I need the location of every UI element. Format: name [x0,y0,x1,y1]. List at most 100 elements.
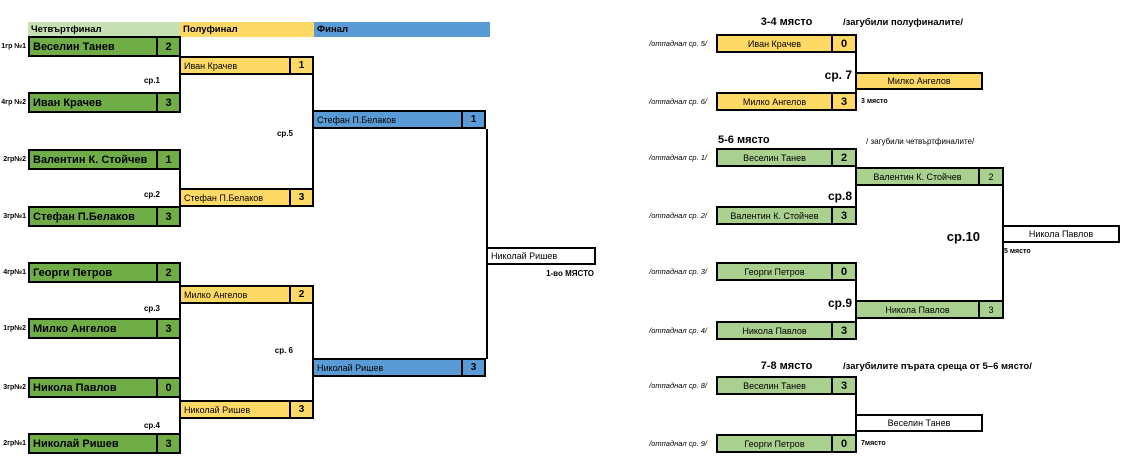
place-label: 7място [861,440,886,447]
quarterfinal-player-box: Веселин Танев 2 [28,36,181,57]
score: 2 [831,150,855,165]
entrant-tag: /отпаднал ср. 1/ [649,153,707,162]
match-label: ср.8 [827,189,852,203]
quarterfinal-player-box: Милко Ангелов 3 [28,318,181,339]
quarterfinal-player-box: Иван Крачев 3 [28,92,181,113]
semifinal-player-box: Милко Ангелов 2 [179,285,314,304]
match-label: ср. 6 [274,346,293,355]
player-name: Валентин К. Стойчев [730,210,819,221]
score: 3 [831,94,855,109]
score: 2 [978,169,1002,184]
score: 0 [831,264,855,279]
header-quarterfinal: Четвъртфинал [28,22,180,37]
semifinal-player-box: Иван Крачев 1 [179,56,314,75]
player-name: Никола Павлов [1028,229,1094,239]
match-label: ср. 7 [824,68,852,82]
header-semifinal: Полуфинал [180,22,314,37]
score: 3 [156,320,179,337]
header-final: Финал [314,22,490,37]
player-name: Стефан П.Белаков [33,210,135,223]
section-note: /загубили полуфиналите/ [843,17,963,28]
seed-label: 2гр№1 [3,440,26,447]
score: 2 [156,38,179,55]
player-name: Стефан П.Белаков [184,192,264,203]
player-name: Георги Петров [33,266,113,279]
seed-label: 3гр№2 [3,384,26,391]
score: 3 [831,378,855,393]
player-name: Иван Крачев [184,60,238,71]
score: 3 [156,208,179,225]
seed-label: 3гр№1 [3,213,26,220]
champion-label: 1-во МЯСТО [546,269,594,278]
connector-line [486,129,488,359]
connector-line [312,285,314,419]
seed-label: 1гр №1 [1,43,26,50]
match-label: ср.1 [143,76,160,85]
section-note: /загубилите пърата среща от 5–6 място/ [843,361,1032,372]
match-label: ср.4 [143,421,160,430]
place-label: 3 място [861,98,888,105]
score: 1 [461,112,484,127]
consolation-player-box: Веселин Танев 3 [716,376,857,395]
consolation-player-box: Милко Ангелов 3 [716,92,857,111]
score: 3 [289,402,312,417]
consolation-player-box: Георги Петров 0 [716,262,857,281]
score: 3 [831,323,855,338]
section-title-5-6: 5-6 място [718,134,770,146]
quarterfinal-player-box: Стефан П.Белаков 3 [28,206,181,227]
score: 0 [156,379,179,396]
section-title-3-4: 3-4 място [760,16,813,28]
section-note: / загубили четвъртфиналите/ [866,137,975,146]
score: 0 [831,436,855,451]
consolation-player-box: Георги Петров 0 [716,434,857,453]
player-name: Николай Ришев [184,404,251,415]
score: 3 [156,435,179,452]
score: 2 [156,264,179,281]
player-name: Веселин Танев [33,40,115,53]
player-name: Веселин Танев [887,418,951,428]
player-name: Иван Крачев [33,96,102,109]
winner-box-5th-place: Никола Павлов [1002,225,1120,243]
score: 3 [289,190,312,205]
match-label: ср.9 [827,296,852,310]
match-label: ср.5 [276,129,293,138]
entrant-tag: /отпаднал ср. 4/ [649,326,707,335]
score: 2 [289,287,312,302]
player-name: Николай Ришев [33,437,119,450]
player-name: Милко Ангелов [184,289,248,300]
match-label: ср.2 [143,190,160,199]
entrant-tag: /отпаднал ср. 5/ [649,39,707,48]
score: 3 [461,360,484,375]
final-player-box: Николай Ришев 3 [312,358,486,377]
entrant-tag: /отпаднал ср. 2/ [649,211,707,220]
consolation-player-box: Иван Крачев 0 [716,34,857,53]
quarterfinal-player-box: Николай Ришев 3 [28,433,181,454]
consolation-player-box: Никола Павлов 3 [716,321,857,340]
player-name: Веселин Танев [743,152,806,163]
seed-label: 4гр №2 [1,99,26,106]
entrant-tag: /отпаднал ср. 9/ [649,439,707,448]
consolation-player-box: Валентин К. Стойчев 3 [716,206,857,225]
player-name: Никола Павлов [742,325,807,336]
player-name: Николай Ришев [317,362,384,373]
player-name: Никола Павлов [885,304,950,315]
player-name: Валентин К. Стойчев [873,171,962,182]
match-label: ср.3 [143,304,160,313]
score: 3 [156,94,179,111]
winner-box-7th-place: Веселин Танев [855,414,983,432]
section-title-7-8: 7-8 място [760,360,813,372]
entrant-tag: /отпаднал ср. 8/ [649,381,707,390]
connector-line [855,148,857,225]
player-name: Милко Ангелов [742,96,807,107]
match-label: ср.10 [946,229,980,244]
player-name: Георги Петров [744,266,805,277]
player-name: Николай Ришев [491,251,558,261]
score: 1 [156,151,179,168]
player-name: Милко Ангелов [887,76,951,86]
consolation-semifinal-box: Валентин К. Стойчев 2 [855,167,1004,186]
entrant-tag: /отпаднал ср. 6/ [649,97,707,106]
final-player-box: Стефан П.Белаков 1 [312,110,486,129]
consolation-player-box: Веселин Танев 2 [716,148,857,167]
player-name: Веселин Танев [743,380,806,391]
